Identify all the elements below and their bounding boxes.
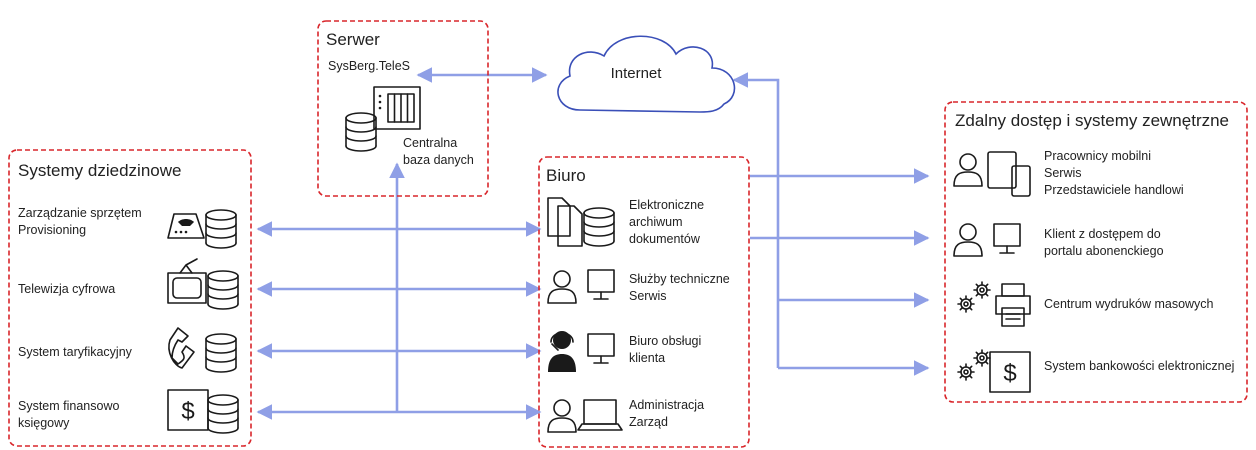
domain-item-4-line1: System finansowo [18, 399, 119, 413]
office-item-3-line1: Biuro obsługi [629, 334, 701, 348]
domain-item-1-line1: Zarządzanie sprzętem [18, 206, 142, 220]
remote-group: Zdalny dostęp i systemy zewnętrzne Praco… [944, 101, 1248, 403]
office-item-1-line2: archiwum [629, 215, 683, 229]
office-item-2-line1: Służby techniczne [629, 272, 730, 286]
office-title: Biuro [546, 166, 586, 185]
user-monitor-icon [953, 223, 1021, 257]
database-icon [583, 207, 615, 247]
internet-label: Internet [611, 65, 663, 82]
office-item-1-line3: dokumentów [629, 232, 701, 246]
server-title: Serwer [326, 30, 380, 49]
remote-item-1-line2: Serwis [1044, 166, 1082, 180]
cloud-icon [557, 35, 736, 113]
remote-item-1-line1: Pracownicy mobilni [1044, 149, 1151, 163]
connectors [256, 67, 930, 420]
internet-node: Internet [557, 35, 736, 113]
remote-item-2-line1: Klient z dostępem do [1044, 227, 1161, 241]
remote-item-3-line1: Centrum wydruków masowych [1044, 297, 1214, 311]
remote-item-4-line1: System bankowości elektronicznej [1044, 359, 1234, 373]
server-box [317, 20, 489, 197]
server-db-line1: Centralna [403, 136, 457, 150]
remote-box [944, 101, 1248, 403]
tv-icon [167, 258, 207, 304]
remote-title: Zdalny dostęp i systemy zewnętrzne [955, 111, 1229, 130]
domain-systems-title: Systemy dziedzinowe [18, 161, 181, 180]
gear-printer-icon [957, 281, 1031, 327]
mobile-devices-icon [953, 151, 1031, 197]
office-group: Biuro Elektroniczne archiwum dokumentów … [538, 156, 750, 448]
document-archive-icon [547, 197, 583, 247]
office-item-4-line1: Administracja [629, 398, 704, 412]
database-icon [345, 112, 377, 152]
domain-systems-box [8, 149, 252, 447]
domain-item-1-line2: Provisioning [18, 223, 86, 237]
svg-text:$: $ [181, 398, 194, 425]
headset-agent-icon [548, 331, 615, 372]
office-item-4-line2: Zarząd [629, 415, 668, 429]
office-item-2-line2: Serwis [629, 289, 667, 303]
user-laptop-icon [547, 399, 623, 433]
office-box [538, 156, 750, 448]
database-icon [205, 209, 237, 249]
server-rack-icon [373, 86, 421, 130]
database-icon [207, 270, 239, 310]
office-item-1-line1: Elektroniczne [629, 198, 704, 212]
modem-icon [167, 213, 205, 239]
domain-item-2-line1: Telewizja cyfrowa [18, 282, 115, 296]
user-monitor-icon [547, 269, 615, 304]
gear-dollar-icon: $ [957, 349, 1031, 393]
server-group: Serwer SysBerg.TeleS Centralna baza dany… [317, 20, 489, 197]
database-icon [205, 333, 237, 373]
phone-icon [168, 327, 195, 369]
office-item-3-line2: klienta [629, 351, 665, 365]
server-db-line2: baza danych [403, 153, 474, 167]
database-icon [207, 394, 239, 434]
svg-text:$: $ [1003, 360, 1016, 387]
domain-item-3-line1: System taryfikacyjny [18, 345, 133, 359]
dollar-document-icon: $ [167, 389, 209, 431]
domain-systems-group: Systemy dziedzinowe Zarządzanie sprzętem… [8, 149, 252, 447]
remote-item-2-line2: portalu abonenckiego [1044, 244, 1164, 258]
remote-item-1-line3: Przedstawiciele handlowi [1044, 183, 1184, 197]
domain-item-4-line2: księgowy [18, 416, 70, 430]
internet-remote-bus [732, 72, 780, 368]
server-system-label: SysBerg.TeleS [328, 59, 410, 73]
